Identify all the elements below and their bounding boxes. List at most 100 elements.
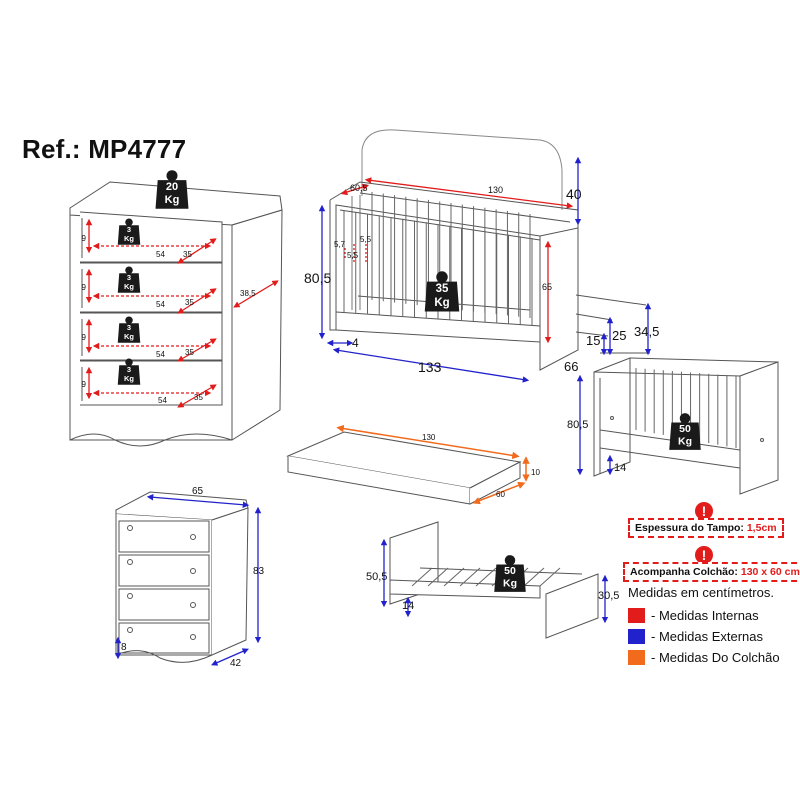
weight-icon: 50 Kg [669,413,701,450]
slat [539,567,561,587]
top-thickness-label: Espessura do Tampo: [635,522,744,534]
weight-icon: 3 Kg [117,266,141,293]
bed-foot-label: 14 [402,600,414,612]
slat [427,567,449,587]
drawer-height-label: 9 [82,333,87,342]
weight-icon: 3 Kg [117,218,141,245]
drawer-depth-label: 35 [194,393,203,402]
crib-side-d3-label: 34,5 [634,324,659,339]
dresser-depth-label: 42 [230,658,242,669]
weight-icon: 20 Kg [155,170,189,209]
drawer-width-label: 54 [156,300,165,309]
legend-label: - Medidas Externas [651,629,763,644]
crib-internal-dimensions [340,177,574,344]
legend: Medidas em centímetros. - Medidas Intern… [628,585,800,668]
weight-icon: 35 Kg [424,271,460,312]
svg-text:3: 3 [127,273,131,282]
slat [475,567,497,587]
drawer-height-label: 9 [82,380,87,389]
dresser-drawer-dimensions [85,218,279,408]
mattress-included-label: Acompanha Colchão: [630,566,738,578]
mattress-width-label: 60 [496,490,505,499]
bed-height-left-label: 50,5 [366,571,387,583]
drawer-depth-label: 35 [185,348,194,357]
svg-text:3: 3 [127,225,131,234]
junior-bed-dimensions [380,538,609,624]
mattress-included-value: 130 x 60 cm [740,566,800,578]
dresser-closed [115,491,249,663]
svg-text:Kg: Kg [124,374,134,383]
weight-icon: 3 Kg [117,358,141,385]
drawer-height-label: 9 [82,234,87,243]
legend-item-mattress: - Medidas Do Colchão [628,647,800,668]
svg-text:3: 3 [127,323,131,332]
svg-text:Kg: Kg [165,194,180,206]
legend-item-internal: - Medidas Internas [628,605,800,626]
dresser-side-depth-label: 38,5 [240,289,256,298]
slat [459,567,481,587]
slat-gap-label: 5,7 [334,240,346,249]
crib-depth-label: 60,5 [350,183,368,193]
dresser-width-label: 65 [192,486,204,497]
crib-width-label: 133 [418,359,442,375]
crib-length-label: 130 [488,185,503,195]
slat-gap-label: 5,5 [347,251,359,260]
top-thickness-note: Espessura do Tampo: 1,5cm [628,518,784,538]
svg-text:Kg: Kg [434,297,449,309]
warning-icon: ! [695,502,713,520]
svg-text:Kg: Kg [124,234,134,243]
crib-side-d2-label: 25 [612,328,626,343]
slat [443,567,465,587]
dresser-open-drawers [69,181,283,447]
crib-side-dimensions: 15 25 34,5 66 [564,294,659,374]
weight-icon: 3 Kg [117,316,141,343]
drawer-width-label: 54 [156,250,165,259]
crib-slats [343,192,533,326]
crib-foot-label: 4 [352,336,359,350]
slat [523,567,545,587]
mini-bed-dimensions [576,374,614,476]
mattress-dimensions [336,424,530,505]
svg-text:20: 20 [166,181,178,193]
mini-bed-height-label: 80,5 [567,419,588,431]
crib-height-label: 80,5 [304,270,331,286]
weight-icon: 50 Kg [494,555,526,592]
drawer-depth-label: 35 [183,250,192,259]
mattress [286,431,522,505]
mini-bed-slats [635,368,737,448]
svg-text:50: 50 [679,423,691,435]
mini-bed [593,357,779,495]
drawer-height-label: 9 [82,283,87,292]
mattress-thickness-label: 10 [531,468,540,477]
slat [411,567,433,587]
crib-side-d1-label: 15 [586,333,600,348]
legend-item-external: - Medidas Externas [628,626,800,647]
warning-icon: ! [695,546,713,564]
drawer-depth-label: 35 [185,298,194,307]
legend-swatch [628,629,645,644]
top-thickness-value: 1,5cm [746,522,777,534]
mini-bed-foot-label: 14 [614,462,626,474]
svg-text:3: 3 [127,365,131,374]
slat-gap-label: 5,5 [360,235,372,244]
svg-text:50: 50 [504,565,516,577]
drawer-width-label: 54 [156,350,165,359]
svg-text:Kg: Kg [124,282,134,291]
junior-bed [389,521,599,639]
svg-text:Kg: Kg [678,436,692,448]
legend-swatch [628,650,645,665]
svg-text:35: 35 [436,283,449,295]
legend-swatch [628,608,645,623]
legend-title: Medidas em centímetros. [628,585,774,600]
drawer-width-label: 54 [158,396,167,405]
dresser-labels: 9 9 9 9 54 54 54 54 35 35 35 35 38,5 [82,234,257,405]
mattress-included-note: Acompanha Colchão: 130 x 60 cm [623,562,800,582]
mattress-length-label: 130 [422,433,436,442]
crib-headboard-label: 40 [566,186,582,202]
bed-height-right-label: 30,5 [598,590,619,602]
crib-inner-height-label: 65 [542,282,552,292]
dresser-closed-dimensions [114,494,262,666]
svg-text:Kg: Kg [124,332,134,341]
reference-title: Ref.: MP4777 [22,134,187,164]
